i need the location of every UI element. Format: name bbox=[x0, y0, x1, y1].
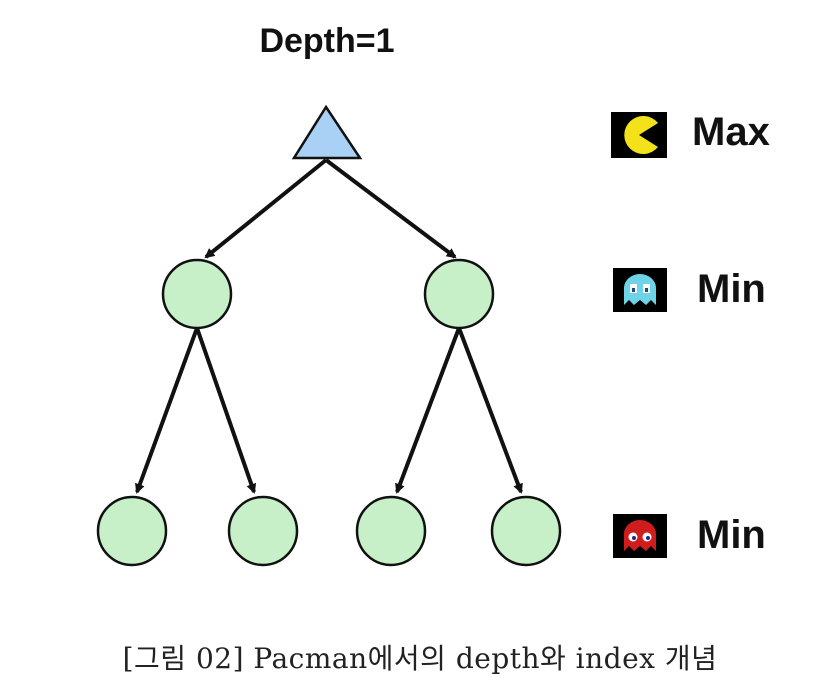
min-node-l2-1 bbox=[96, 495, 168, 567]
min-node-l2-2 bbox=[227, 495, 299, 567]
min-node-l2-3 bbox=[355, 495, 427, 567]
pacman-icon bbox=[611, 112, 667, 158]
edge-root-right bbox=[324, 158, 457, 259]
min-node-l2-4 bbox=[490, 495, 562, 567]
edge-right-rl bbox=[395, 327, 461, 494]
level-label-max: Max bbox=[692, 110, 770, 154]
min-node-l1-left bbox=[161, 258, 233, 330]
max-node bbox=[291, 104, 363, 160]
edge-root-left bbox=[204, 158, 328, 259]
edge-left-ll bbox=[135, 327, 199, 494]
red-ghost-icon bbox=[613, 514, 667, 558]
edge-left-lr bbox=[195, 327, 257, 494]
level-label-min-2: Min bbox=[697, 513, 766, 557]
level-label-min-1: Min bbox=[697, 267, 766, 311]
min-node-l1-right bbox=[423, 258, 495, 330]
figure-caption: [그림 02] Pacman에서의 depth와 index 개념 bbox=[122, 642, 718, 675]
blue-ghost-icon bbox=[613, 268, 667, 312]
depth-title: Depth=1 bbox=[259, 22, 395, 60]
edge-right-rr bbox=[457, 327, 523, 494]
